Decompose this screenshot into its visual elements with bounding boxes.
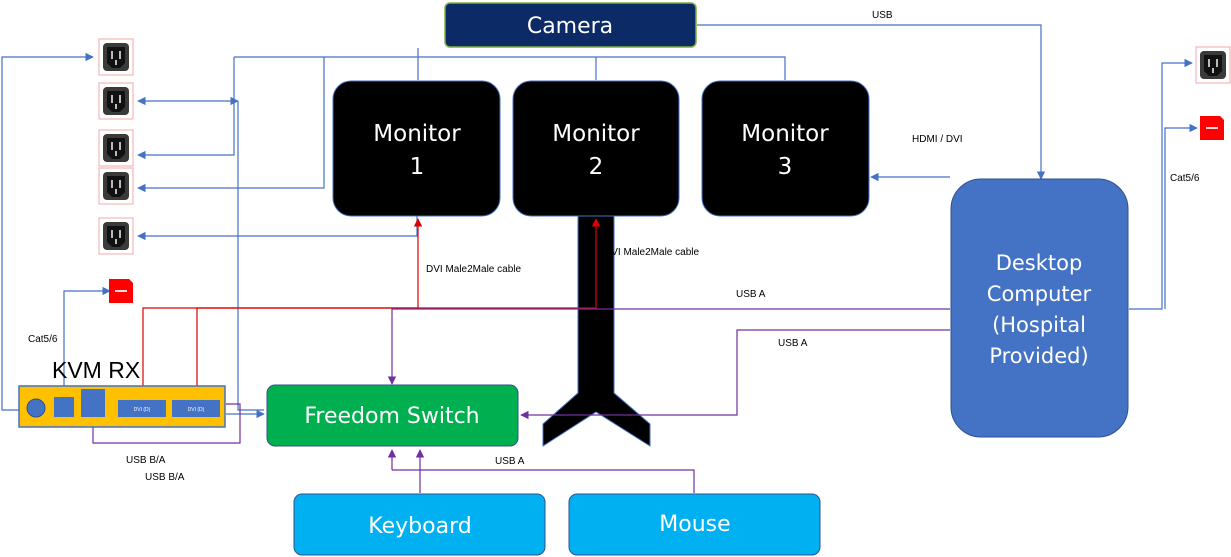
kvm-port [81, 389, 105, 417]
purple-connections [92, 308, 950, 493]
red-connections [142, 218, 601, 403]
usb-a-label: USB A [778, 338, 808, 349]
cat56-label: Cat5/6 [28, 334, 58, 345]
svg-text:Freedom Switch: Freedom Switch [304, 404, 479, 429]
monitor-2-number: 2 [589, 154, 604, 180]
kvm-rx-label: KVM RX [52, 357, 140, 383]
camera-label: Camera [527, 14, 613, 39]
freedom-switch-node: Freedom Switch [266, 384, 519, 447]
power-outlet-icon [98, 217, 134, 255]
monitor-1-label: Monitor [373, 121, 461, 147]
cat56-label: Cat5/6 [1170, 173, 1200, 184]
monitor-1: Monitor 1 [332, 80, 501, 217]
power-outlet-icon [98, 82, 134, 120]
usb-a-label: USB A [736, 289, 766, 300]
usb-ba-label: USB B/A [126, 455, 166, 466]
kvm-rx-node: KVM RX DVI (D) DVI (D) [18, 357, 226, 428]
monitor-stand [542, 215, 651, 447]
svg-text:(Hospital: (Hospital [992, 313, 1086, 337]
kvm-dvi-port [118, 400, 166, 417]
dvi-cable-label: DVI Male2Male cable [426, 264, 521, 275]
monitor-3-label: Monitor [741, 121, 829, 147]
hdmi-dvi-label: HDMI / DVI [912, 134, 963, 145]
monitor-3-number: 3 [778, 154, 793, 180]
monitor-2-label: Monitor [552, 121, 640, 147]
desktop-computer-node: Desktop Computer (Hospital Provided) [950, 178, 1129, 438]
blue-connections [1, 24, 1198, 419]
svg-text:DVI (D): DVI (D) [134, 407, 151, 413]
svg-text:DVI (D): DVI (D) [188, 407, 205, 413]
svg-text:Computer: Computer [987, 282, 1092, 306]
usb-label: USB [872, 10, 893, 21]
dvi-cable-label: DVI Male2Male cable [604, 247, 699, 258]
svg-text:Keyboard: Keyboard [368, 514, 471, 539]
kvm-port [54, 397, 74, 417]
svg-text:Provided): Provided) [989, 344, 1088, 368]
svg-text:Desktop: Desktop [996, 251, 1083, 275]
power-outlet-icon [98, 129, 134, 167]
network-port-icon [1200, 116, 1224, 140]
power-outlet-icon [1195, 46, 1231, 84]
keyboard-node: Keyboard [293, 493, 546, 556]
monitor-1-number: 1 [410, 154, 425, 180]
monitor-2: Monitor 2 [512, 80, 680, 217]
svg-text:Mouse: Mouse [659, 512, 730, 537]
kvm-dvi-port [172, 400, 220, 417]
power-outlet-icon [98, 38, 134, 76]
usb-ba-label: USB B/A [145, 472, 185, 483]
power-outlet-icon [98, 167, 134, 205]
usb-a-label: USB A [495, 456, 525, 467]
mouse-node: Mouse [568, 493, 821, 556]
camera-node: Camera [444, 2, 697, 48]
monitor-3: Monitor 3 [701, 80, 870, 217]
network-port-icon [109, 279, 133, 303]
